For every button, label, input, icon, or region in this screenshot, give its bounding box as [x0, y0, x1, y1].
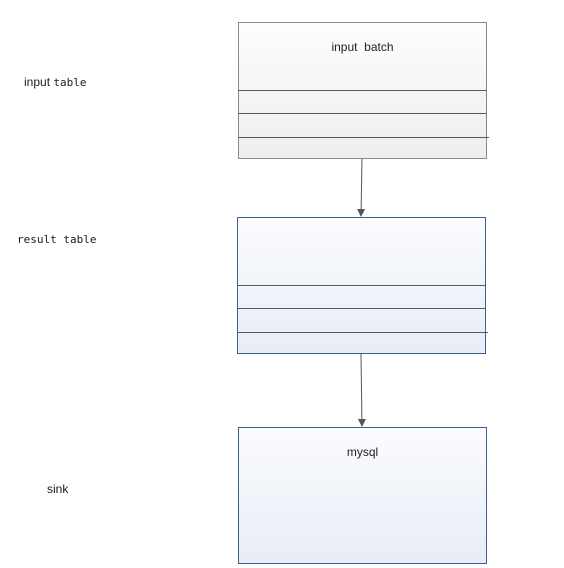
row-divider: [237, 285, 486, 286]
input-batch-box: input batch: [238, 22, 489, 159]
row-divider: [238, 90, 487, 91]
input-table-label: input table: [24, 75, 87, 89]
arrow-result-to-sink: [357, 353, 366, 427]
row-divider: [237, 308, 486, 309]
row-divider: [238, 113, 487, 114]
mysql-sink-box: mysql: [238, 427, 487, 564]
table-label-word: table: [53, 76, 87, 89]
arrow-input-to-result: [357, 158, 366, 217]
row-divider: [238, 137, 489, 138]
mysql-sink-title: mysql: [346, 445, 379, 459]
result-table-box: [237, 217, 488, 354]
input-batch-title: input batch: [331, 40, 394, 54]
sink-label: sink: [47, 482, 69, 496]
result-table-label: result table: [17, 233, 97, 246]
row-divider: [237, 332, 488, 333]
input-label-word: input: [24, 75, 51, 89]
